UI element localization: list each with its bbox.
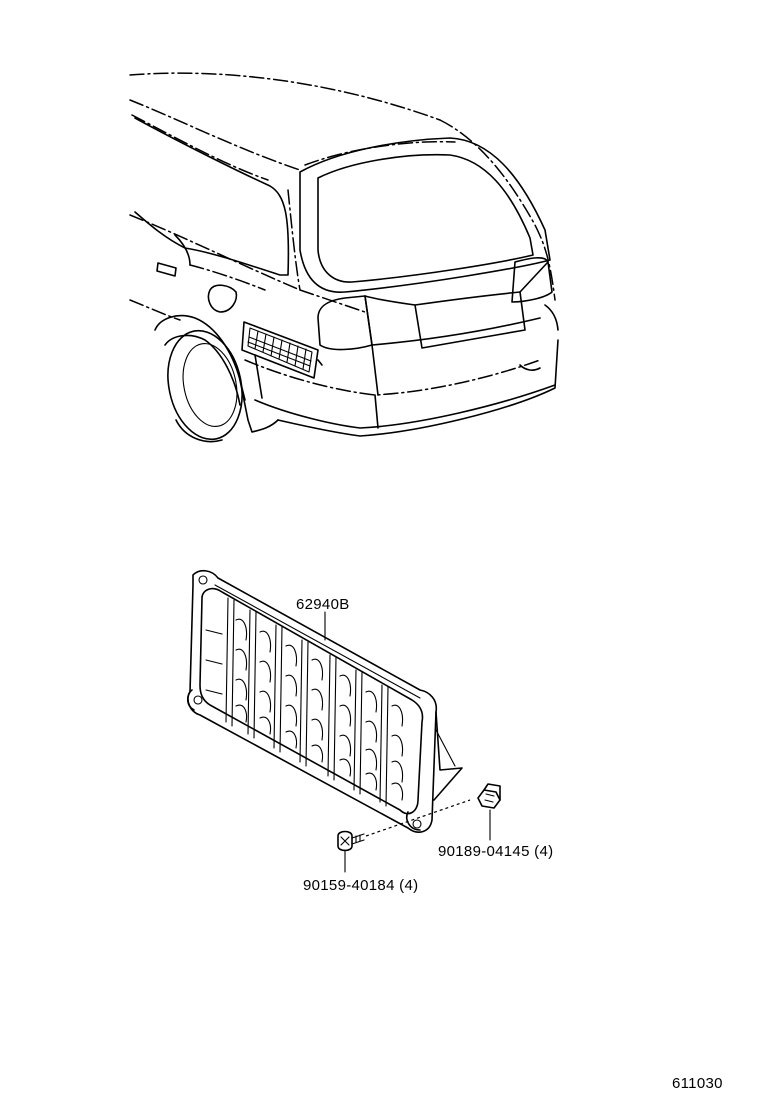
vehicle-rear-view-icon — [129, 72, 559, 443]
part-number-clip: 90189-04145 (4) — [438, 843, 553, 860]
vehicle-vent-location — [241, 321, 323, 379]
screw-install-path — [365, 799, 471, 837]
vent-grille-icon — [186, 569, 463, 833]
figure-number: 611030 — [672, 1075, 723, 1092]
part-number-screw: 90159-40184 (4) — [303, 877, 418, 894]
clip-icon — [477, 783, 501, 809]
screw-icon — [337, 830, 365, 852]
part-number-grille: 62940B — [296, 596, 350, 613]
